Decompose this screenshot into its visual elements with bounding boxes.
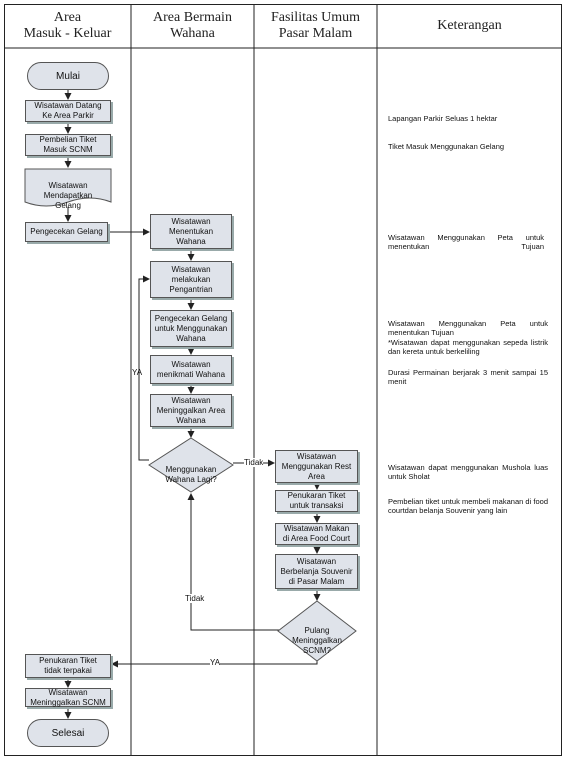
buy-ticket-box: Pembelian Tiket Masuk SCNM	[25, 134, 111, 156]
bracelet-check-box: Pengecekan Gelang	[25, 222, 108, 242]
arrive-parking-box: Wisatawan Datang Ke Area Parkir	[25, 100, 111, 122]
go-home-decision: Pulang Meninggalkan SCNM?	[292, 626, 342, 655]
ride-again-decision-shape	[148, 437, 234, 493]
lane-header-entrance-exit: Area Masuk - Keluar	[23, 10, 112, 41]
enjoy-ride-box: Wisatawan menikmati Wahana	[150, 355, 232, 384]
ya-exit-label: YA	[210, 658, 221, 667]
diagram-connectors	[4, 4, 562, 756]
rest-area-box: Wisatawan Menggunakan Rest Area	[275, 450, 358, 483]
ride-bracelet-check-box: Pengecekan Gelang untuk Menggunakan Waha…	[150, 310, 232, 347]
leave-scnm-box: Wisatawan Meninggalkan SCNM	[25, 688, 111, 707]
note-bracelet-ticket: Tiket Masuk Menggunakan Gelang	[388, 141, 505, 151]
start-terminator: Mulai	[27, 62, 109, 90]
ya-loop-label: YA	[132, 368, 143, 377]
tidak-right-label: Tidak	[244, 458, 264, 467]
note-food-ticket: Pembelian tiket untuk membeli makanan di…	[388, 496, 548, 516]
tidak-up-label: Tidak	[185, 594, 205, 603]
lane-header-notes: Keterangan	[437, 18, 502, 33]
food-court-box: Wisatawan Makan di Area Food Court	[275, 523, 358, 545]
note-map: Wisatawan Menggunakan Peta untuk menentu…	[388, 232, 544, 252]
note-duration: Durasi Permainan berjarak 3 menit sampai…	[388, 367, 548, 387]
lane-header-rides: Area Bermain Wahana	[153, 10, 232, 41]
lane-header-public-facilities: Fasilitas Umum Pasar Malam	[270, 10, 361, 41]
refund-ticket-box: Penukaran Tiket tidak terpakai	[25, 654, 111, 678]
queue-box: Wisatawan melakukan Pengantrian	[150, 261, 232, 298]
note-map-bike: Wisatawan Menggunakan Peta untuk menentu…	[388, 318, 548, 357]
note-mushola: Wisatawan dapat menggunakan Mushola luas…	[388, 462, 548, 482]
note-parking: Lapangan Parkir Seluas 1 hektar	[388, 113, 498, 123]
exchange-ticket-box: Penukaran Tiket untuk transaksi	[275, 490, 358, 512]
souvenir-box: Wisatawan Berbelanja Souvenir di Pasar M…	[275, 554, 358, 589]
choose-ride-box: Wisatawan Menentukan Wahana	[150, 214, 232, 249]
ride-again-decision: Menggunakan Wahana Lagi?	[165, 465, 217, 484]
get-bracelet-document: Wisatawan Mendapatkan Gelang	[43, 181, 93, 210]
go-home-decision-shape	[277, 600, 357, 662]
end-terminator: Selesai	[27, 719, 109, 747]
leave-ride-area-box: Wisatawan Meninggalkan Area Wahana	[150, 394, 232, 427]
swimlane-diagram: Area Masuk - Keluar Area Bermain Wahana …	[4, 4, 562, 756]
